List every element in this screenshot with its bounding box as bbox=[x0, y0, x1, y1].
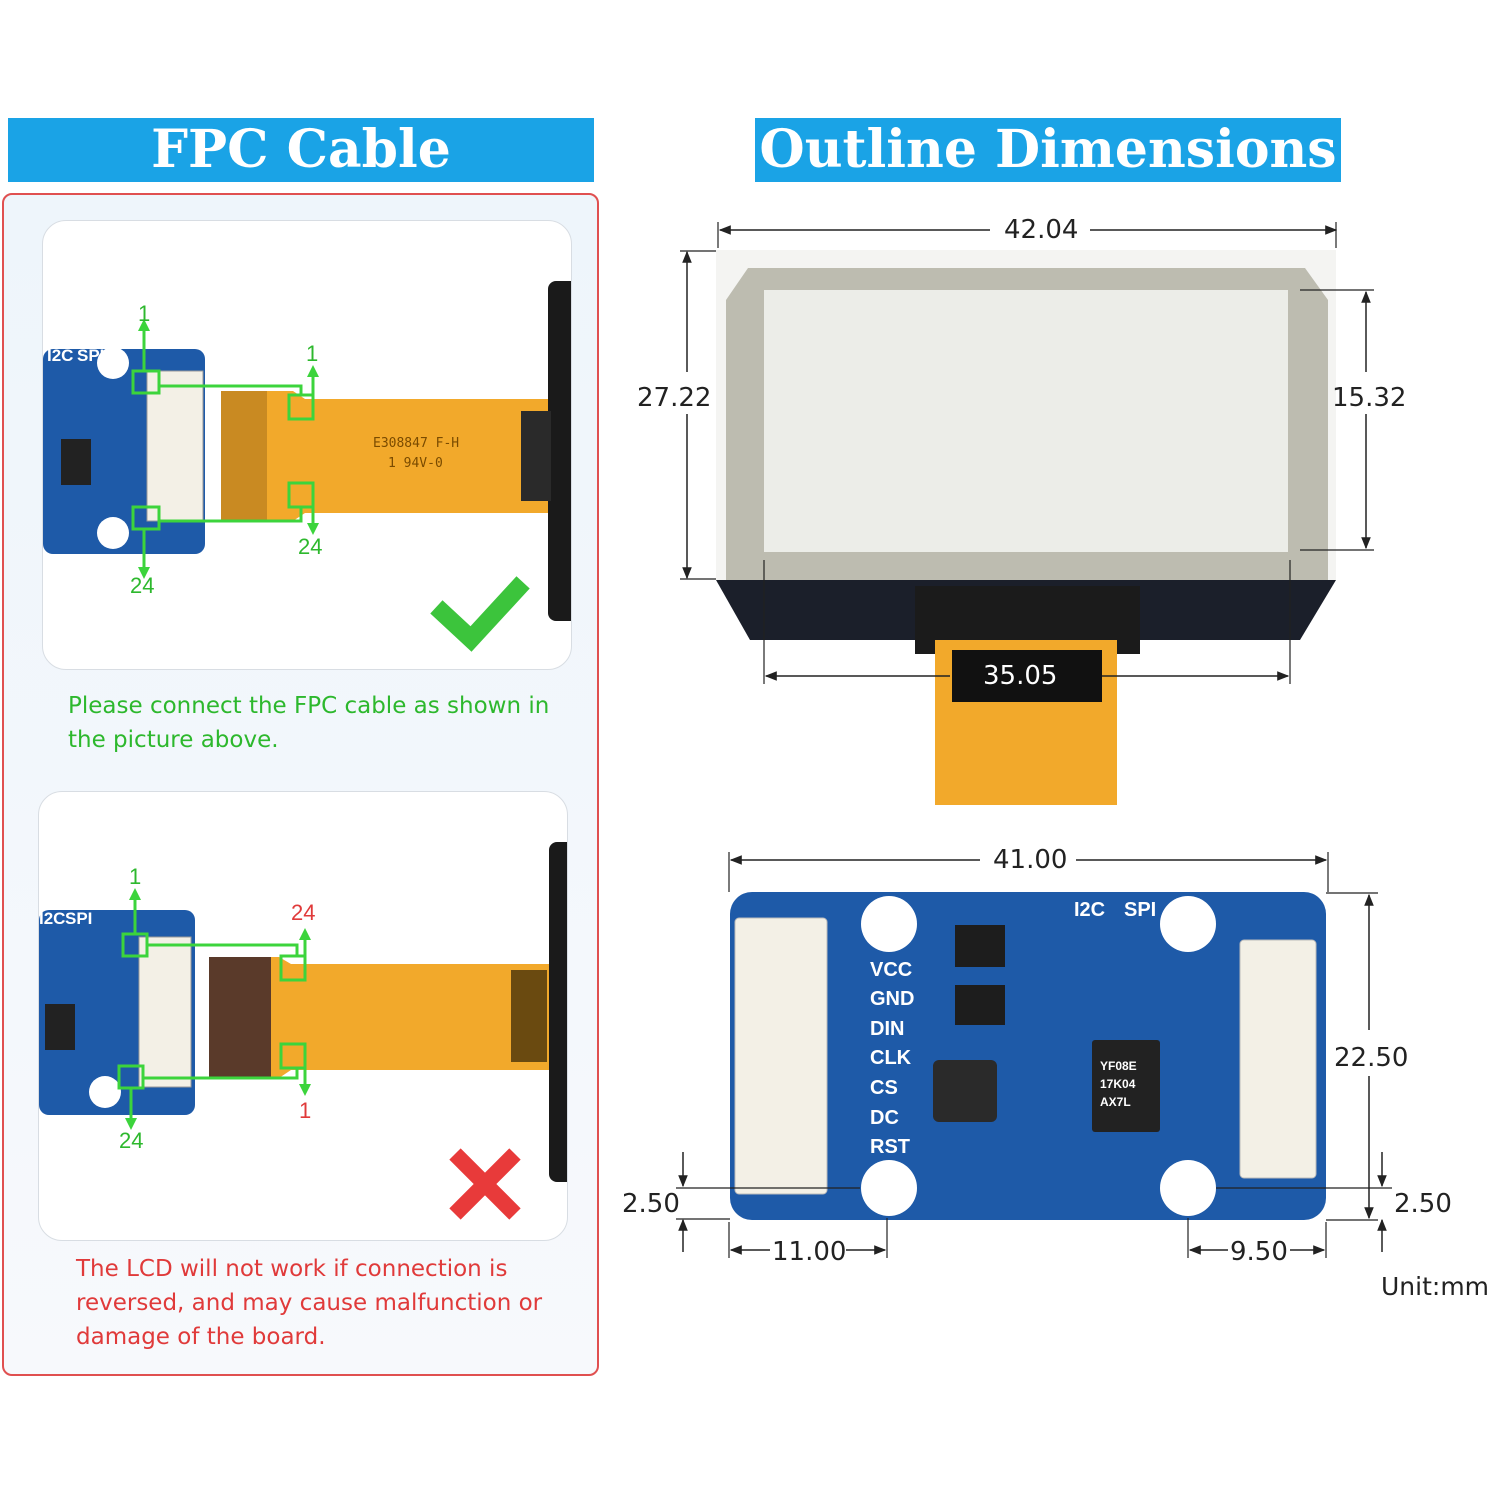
board-pin-bottom-label: 24 bbox=[130, 573, 154, 598]
display-width-label: 42.04 bbox=[1004, 215, 1078, 245]
cable-pin-top-label: 24 bbox=[291, 900, 315, 925]
reversed-connection-photo: I2C SPI 1 24 24 1 bbox=[38, 791, 568, 1241]
board-pin1-arrowhead bbox=[138, 319, 150, 331]
guide-line-bottom bbox=[159, 507, 303, 523]
mount-hole-bottom bbox=[97, 517, 129, 549]
fpc-connector bbox=[146, 370, 204, 522]
hole-offset-left-label: 2.50 bbox=[622, 1189, 680, 1219]
pin-label-cs: CS bbox=[870, 1077, 898, 1099]
fpc-print-line-1: E308847 F-H bbox=[373, 436, 459, 451]
unit-label: Unit:mm bbox=[1381, 1272, 1490, 1301]
board-label-i2c: I2C bbox=[47, 346, 73, 365]
board-pin-top-label: 1 bbox=[138, 301, 150, 326]
regulator-ic bbox=[955, 925, 1005, 967]
pin-label-gnd: GND bbox=[870, 988, 914, 1010]
pin-label-clk: CLK bbox=[870, 1047, 912, 1069]
fpc-stiffener bbox=[511, 970, 547, 1062]
pin-label-vcc: VCC bbox=[870, 959, 912, 981]
fpc-cable bbox=[211, 957, 549, 1078]
cable-pin-bottom-label: 1 bbox=[299, 1098, 311, 1123]
lcd-edge bbox=[549, 842, 567, 1182]
cable-pin1-marker bbox=[279, 1042, 307, 1070]
fpc-connection-panel: E308847 F-H 1 94V-0 I2C SPI 1 bbox=[2, 193, 599, 1376]
mount-hole-top bbox=[97, 347, 129, 379]
reversed-connection-illustration: I2C SPI 1 24 24 1 bbox=[39, 842, 567, 1220]
active-height-label: 15.32 bbox=[1332, 383, 1406, 413]
guide-line-top bbox=[147, 943, 299, 956]
guide-line-bottom bbox=[143, 1068, 299, 1080]
fpc-contacts bbox=[221, 391, 267, 521]
ic-chip bbox=[61, 439, 91, 485]
pin-label-din: DIN bbox=[870, 1018, 904, 1040]
correct-connection-caption: Please connect the FPC cable as shown in… bbox=[68, 693, 550, 753]
fpc-connector bbox=[1239, 939, 1317, 1179]
board-mode-label-spi: SPI bbox=[1124, 899, 1156, 921]
display-active-area bbox=[764, 290, 1288, 552]
transistor-ic bbox=[955, 985, 1005, 1025]
board-width-label: 41.00 bbox=[993, 845, 1067, 875]
board-label-spi: SPI bbox=[77, 346, 104, 365]
cable-pin-top-label: 1 bbox=[306, 341, 318, 366]
board-pin-top-label: 1 bbox=[129, 864, 141, 889]
board-mount-hole-br bbox=[1160, 1160, 1216, 1216]
guide-line-top bbox=[157, 381, 303, 395]
cable-pin24-marker bbox=[279, 954, 307, 982]
cross-icon bbox=[449, 1148, 521, 1220]
dimensions-section-title: Outline Dimensions bbox=[755, 118, 1341, 182]
board-mount-hole-tl bbox=[861, 896, 917, 952]
ic-chip bbox=[45, 1004, 75, 1050]
board-mount-hole-bl bbox=[861, 1160, 917, 1216]
board-mount-hole-tr bbox=[1160, 896, 1216, 952]
board-pin-bottom-label: 24 bbox=[119, 1128, 143, 1153]
cable-pin1-arrowhead bbox=[299, 1084, 311, 1096]
board-mode-label-i2c: I2C bbox=[1074, 899, 1105, 921]
pin-header-connector bbox=[734, 917, 828, 1195]
pin-label-rst: RST bbox=[870, 1136, 910, 1158]
hole-x-left-label: 11.00 bbox=[772, 1237, 846, 1267]
fpc-cable bbox=[223, 391, 548, 521]
board-label-i2c: I2C bbox=[39, 909, 65, 928]
chip-marking-line-2: 17K04 bbox=[1100, 1077, 1136, 1091]
cable-pin24-arrowhead bbox=[307, 523, 319, 535]
fpc-connector bbox=[138, 936, 192, 1088]
level-shifter-chip bbox=[1092, 1040, 1160, 1132]
board-pin24-arrowhead bbox=[138, 567, 150, 579]
cable-pin-bottom-label: 24 bbox=[298, 534, 322, 559]
driver-board bbox=[730, 892, 1326, 1220]
checkmark-icon bbox=[430, 576, 530, 652]
cable-pin1-arrowhead bbox=[307, 365, 319, 377]
reversed-connection-warning: The LCD will not work if connection is r… bbox=[76, 1256, 543, 1350]
mount-hole-bottom bbox=[89, 1076, 121, 1108]
board-pin24-marker bbox=[131, 505, 161, 531]
fpc-stiffener bbox=[521, 411, 551, 501]
board-height-label: 22.50 bbox=[1334, 1043, 1408, 1073]
inductor bbox=[933, 1060, 997, 1122]
fpc-print-line-2: 1 94V-0 bbox=[388, 456, 443, 471]
chip-marking-line-1: YF08E bbox=[1100, 1059, 1137, 1073]
correct-connection-illustration: E308847 F-H 1 94V-0 I2C SPI 1 bbox=[43, 281, 571, 652]
cable-pin24-arrowhead bbox=[299, 928, 311, 940]
board-pin24-arrowhead bbox=[125, 1118, 137, 1130]
hole-x-right-label: 9.50 bbox=[1230, 1237, 1288, 1267]
lcd-edge bbox=[548, 281, 571, 621]
chip-marking-line-3: AX7L bbox=[1100, 1095, 1131, 1109]
active-width-label: 35.05 bbox=[983, 661, 1057, 691]
fpc-contacts-reversed bbox=[209, 957, 271, 1078]
display-height-label: 27.22 bbox=[637, 383, 711, 413]
correct-connection-photo: E308847 F-H 1 94V-0 I2C SPI 1 bbox=[42, 220, 572, 670]
board-pin1-arrowhead bbox=[129, 888, 141, 900]
pin-label-dc: DC bbox=[870, 1107, 899, 1129]
fpc-stiffener-label-bg bbox=[952, 650, 1102, 702]
hole-offset-right-label: 2.50 bbox=[1394, 1189, 1452, 1219]
board-label-spi: SPI bbox=[65, 909, 92, 928]
